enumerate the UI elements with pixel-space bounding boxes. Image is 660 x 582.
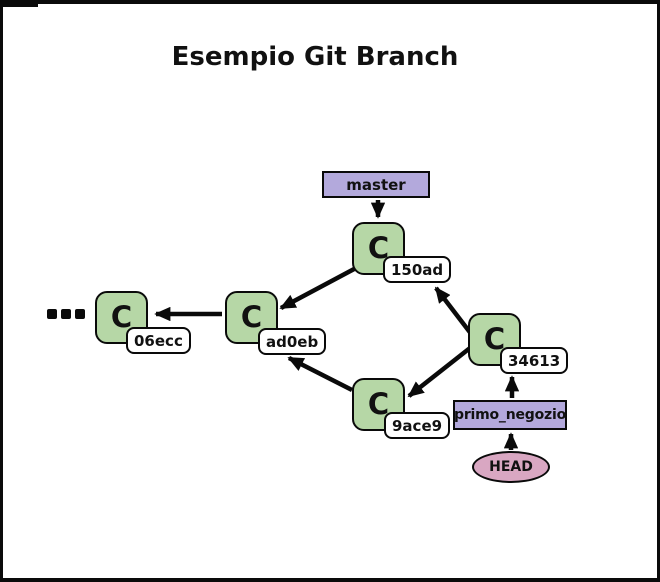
commit-id-ad0eb: ad0eb <box>258 328 327 355</box>
arrow-commit-34613-to-9ace9 <box>407 346 472 398</box>
commit-node-06ecc: C <box>95 291 148 344</box>
ellipsis-dot <box>75 309 85 319</box>
commit-id-150ad: 150ad <box>383 256 452 283</box>
arrow-commit-150ad-to-ad0eb <box>279 266 358 310</box>
commit-letter: C <box>367 231 390 265</box>
commit-id-9ace9: 9ace9 <box>384 412 451 439</box>
commit-id-34613: 34613 <box>500 347 569 374</box>
commit-letter: C <box>367 387 390 421</box>
branch-label-master: master <box>322 171 430 198</box>
ellipsis-dot <box>47 309 57 319</box>
diagram-title: Esempio Git Branch <box>171 42 459 72</box>
commit-letter: C <box>110 300 133 334</box>
arrow-commit-34613-to-150ad <box>434 286 474 337</box>
branch-label-primo-negozio: primo_negozio <box>453 400 567 430</box>
frame-corner-notch <box>0 0 38 7</box>
head-pointer: HEAD <box>472 451 550 483</box>
arrow-commit-9ace9-to-ad0eb <box>287 355 354 393</box>
commit-letter: C <box>240 300 263 334</box>
ellipsis-dot <box>61 309 71 319</box>
commit-letter: C <box>483 322 506 356</box>
commit-id-06ecc: 06ecc <box>126 327 191 354</box>
commit-node-150ad: C <box>352 222 405 275</box>
